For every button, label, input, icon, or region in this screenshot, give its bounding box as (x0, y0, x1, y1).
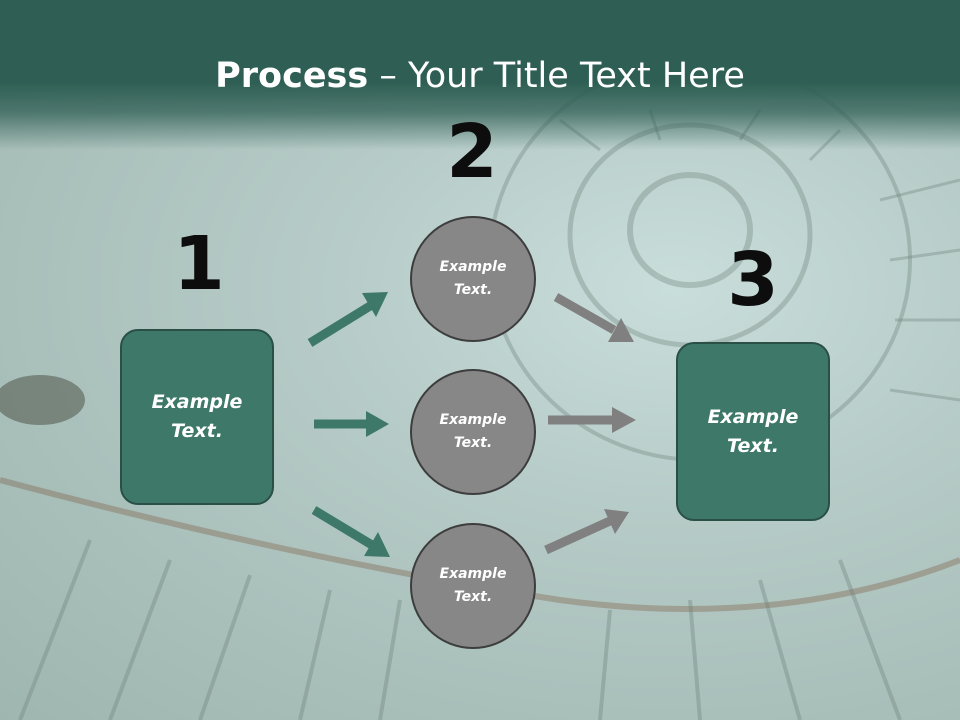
title-band (0, 0, 960, 150)
arrow-gray-up (544, 509, 629, 555)
step-2-circle-bottom[interactable]: Example Text. (410, 523, 536, 649)
circle-middle-text: Example Text. (439, 412, 507, 451)
step-2-circle-middle[interactable]: Example Text. (410, 369, 536, 495)
title-rest: – Your Title Text Here (368, 56, 745, 96)
step-number-1: 1 (173, 221, 225, 307)
step-number-2: 2 (446, 109, 498, 195)
arrow-gray-right (548, 407, 636, 433)
step-3-text: Example Text. (707, 405, 799, 457)
arrow-green-right (314, 411, 389, 437)
step-number-3: 3 (727, 237, 779, 323)
title-bold: Process (215, 56, 369, 96)
step-3-box[interactable]: Example Text. (676, 342, 830, 521)
arrow-gray-down (553, 293, 634, 342)
arrow-green-down (311, 506, 390, 557)
step-2-circle-top[interactable]: Example Text. (410, 216, 536, 342)
circle-bottom-text: Example Text. (439, 566, 507, 605)
step-1-box[interactable]: Example Text. (120, 329, 274, 505)
circle-top-text: Example Text. (439, 259, 507, 298)
step-1-text: Example Text. (151, 391, 243, 442)
arrow-green-up (307, 292, 388, 347)
slide-title: Process – Your Title Text Here (0, 54, 960, 98)
